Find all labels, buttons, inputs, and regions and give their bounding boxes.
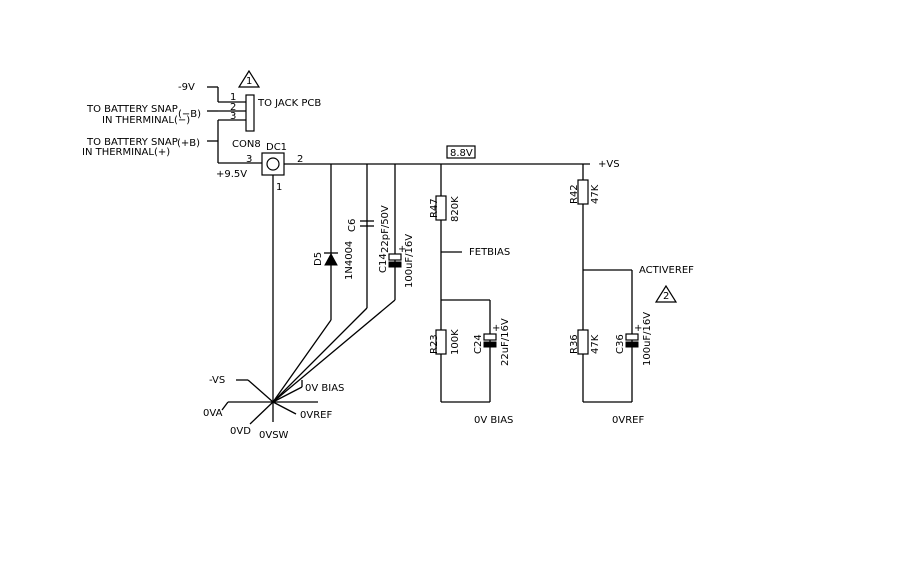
dc1-pin-circle bbox=[266, 157, 280, 171]
con8-pin2-label: 2 bbox=[230, 102, 236, 113]
d5-diode: D5 1N4004 bbox=[313, 241, 355, 280]
wire-ova bbox=[221, 401, 229, 411]
r47-body bbox=[435, 195, 447, 221]
c24-ref: C24 bbox=[473, 334, 484, 354]
c24-plate-bottom bbox=[483, 341, 497, 348]
c14-plate-bottom bbox=[388, 261, 402, 268]
note-triangle-1: 1 bbox=[237, 69, 261, 88]
note-triangle-2: 2 bbox=[654, 284, 678, 303]
activeref-section: R42 47K ACTIVEREF R36 47K + C36 100uF/16… bbox=[569, 164, 694, 426]
wire-ovbias-star bbox=[272, 386, 303, 403]
battery-minus-line1: TO BATTERY SNAP bbox=[86, 104, 178, 115]
c6-capacitor: C6 22pF/50V bbox=[347, 205, 391, 253]
dc1-body bbox=[261, 152, 285, 176]
r42-value: 47K bbox=[590, 184, 601, 204]
r36-ref: R36 bbox=[569, 334, 580, 354]
c24-plus: + bbox=[492, 323, 500, 334]
c36-ref: C36 bbox=[615, 334, 626, 354]
wire-d5-star bbox=[272, 319, 332, 403]
c36-plate-top bbox=[625, 333, 639, 341]
v8-8-box bbox=[446, 145, 476, 159]
battery-plus-line1: TO BATTERY SNAP bbox=[86, 137, 178, 148]
ovbias-label: 0V BIAS bbox=[474, 415, 513, 426]
battery-plus-line2: IN THERMINAL(+) bbox=[82, 147, 170, 158]
c14-ref: C14 bbox=[378, 253, 389, 273]
r47-value: 820K bbox=[450, 196, 461, 222]
c14-plate-top bbox=[388, 253, 402, 261]
d5-triangle bbox=[324, 252, 338, 266]
r42-ref: R42 bbox=[569, 184, 580, 204]
con8-to-label: TO JACK PCB bbox=[257, 98, 321, 109]
c36-plate-bottom bbox=[625, 341, 639, 348]
con8-pin1-label: 1 bbox=[230, 92, 236, 103]
ovd-label: 0VD bbox=[230, 426, 251, 437]
d5-ref: D5 bbox=[313, 252, 324, 266]
r42-body bbox=[577, 179, 589, 205]
c14-plus: + bbox=[398, 244, 406, 255]
c36-value: 100uF/16V bbox=[642, 312, 653, 366]
wire-neg-vs-star bbox=[247, 379, 274, 403]
battery-minus-line2: IN THERMINAL(−) bbox=[102, 115, 190, 126]
wire-ovd bbox=[249, 401, 274, 425]
dc1-ref: DC1 bbox=[266, 142, 287, 153]
neg9v-label: -9V bbox=[178, 82, 195, 93]
con8-body bbox=[245, 94, 255, 132]
ovref-star-label: 0VREF bbox=[300, 410, 332, 421]
wire-c6-star bbox=[272, 307, 368, 403]
ovsw-label: 0VSW bbox=[259, 430, 289, 441]
wire-c14-star bbox=[272, 299, 396, 403]
battery-minus-tag: (−B) bbox=[178, 109, 201, 120]
c6-ref: C6 bbox=[347, 219, 358, 232]
note-1-label: 1 bbox=[246, 76, 252, 87]
ground-star: -VS 0V BIAS 0VREF 0VA 0VD 0VSW bbox=[203, 164, 396, 441]
r23-body bbox=[435, 329, 447, 355]
r23-value: 100K bbox=[450, 329, 461, 355]
con8-pin3-label: 3 bbox=[230, 111, 236, 122]
r47-ref: R47 bbox=[429, 198, 440, 218]
pos-vs-label: +VS bbox=[598, 159, 620, 170]
pos9v5-label: +9.5V bbox=[216, 169, 247, 180]
dc1-pin2-label: 2 bbox=[297, 154, 303, 165]
r36-value: 47K bbox=[590, 334, 601, 354]
c6-value: 22pF/50V bbox=[380, 205, 391, 253]
fetbias-label: FETBIAS bbox=[469, 247, 510, 258]
r36-body bbox=[577, 329, 589, 355]
activeref-label: ACTIVEREF bbox=[639, 265, 694, 276]
battery-plus-tag: (+B) bbox=[177, 138, 200, 149]
fetbias-section: R47 820K FETBIAS R23 100K + C24 22uF/16V… bbox=[429, 164, 513, 426]
ovbias-star-label: 0V BIAS bbox=[305, 383, 344, 394]
ova-label: 0VA bbox=[203, 408, 223, 419]
c24-plate-top bbox=[483, 333, 497, 341]
d5-value: 1N4004 bbox=[344, 241, 355, 280]
c36-plus: + bbox=[634, 323, 642, 334]
con8-connector: 1 2 3 TO JACK PCB CON8 bbox=[207, 86, 321, 163]
c14-capacitor: + C14 100uF/16V bbox=[378, 234, 415, 288]
dc1-pin1-label: 1 bbox=[276, 182, 282, 193]
wire-ovref-star bbox=[272, 401, 297, 415]
v8-8-label: 8.8V bbox=[450, 148, 473, 159]
r23-ref: R23 bbox=[429, 334, 440, 354]
note-2-label: 2 bbox=[663, 291, 669, 302]
con8-ref: CON8 bbox=[232, 139, 261, 150]
c14-value: 100uF/16V bbox=[404, 234, 415, 288]
c24-value: 22uF/16V bbox=[500, 318, 511, 366]
ovref-label: 0VREF bbox=[612, 415, 644, 426]
dc1-pin3-label: 3 bbox=[246, 154, 252, 165]
neg-vs-label: -VS bbox=[209, 375, 225, 386]
